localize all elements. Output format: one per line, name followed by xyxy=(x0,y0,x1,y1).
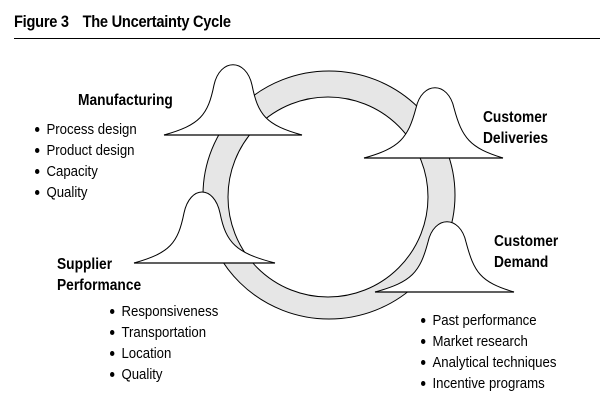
supplier-performance-list: Responsiveness Transportation Location Q… xyxy=(110,301,233,385)
list-item: Location xyxy=(110,343,218,364)
list-item: Product design xyxy=(35,140,137,161)
heading-line: Customer xyxy=(483,109,548,126)
cycle-ring xyxy=(202,70,456,320)
bell-curve-customer-demand xyxy=(374,221,515,293)
figure-title: Figure 3 The Uncertainty Cycle xyxy=(14,12,231,32)
heading-line: Demand xyxy=(494,254,549,271)
heading-line: Supplier xyxy=(57,256,113,273)
figure-caption: The Uncertainty Cycle xyxy=(82,12,231,31)
list-item: Capacity xyxy=(35,161,137,182)
list-item: Quality xyxy=(110,364,218,385)
figure-number: Figure 3 xyxy=(14,12,69,31)
list-item: Process design xyxy=(35,119,137,140)
supplier-performance-heading: Supplier Performance xyxy=(57,254,141,296)
heading-line: Deliveries xyxy=(483,130,549,147)
bell-curve-manufacturing xyxy=(163,64,303,136)
manufacturing-list: Process design Product design Capacity Q… xyxy=(35,119,151,203)
heading-line: Performance xyxy=(57,277,142,294)
list-item: Analytical techniques xyxy=(421,352,556,373)
bell-curve-supplier-performance xyxy=(133,191,276,264)
heading-line: Customer xyxy=(494,233,559,250)
list-item: Incentive programs xyxy=(421,373,556,394)
customer-deliveries-heading: Customer Deliveries xyxy=(483,107,548,149)
list-item: Transportation xyxy=(110,322,218,343)
list-item: Responsiveness xyxy=(110,301,218,322)
customer-demand-heading: Customer Demand xyxy=(494,231,558,273)
customer-demand-list: Past performance Market research Analyti… xyxy=(421,310,575,394)
title-rule xyxy=(14,38,600,39)
manufacturing-heading: Manufacturing xyxy=(78,92,173,109)
list-item: Quality xyxy=(35,182,137,203)
list-item: Past performance xyxy=(421,310,556,331)
list-item: Market research xyxy=(421,331,556,352)
bell-curve-customer-deliveries xyxy=(363,87,504,159)
